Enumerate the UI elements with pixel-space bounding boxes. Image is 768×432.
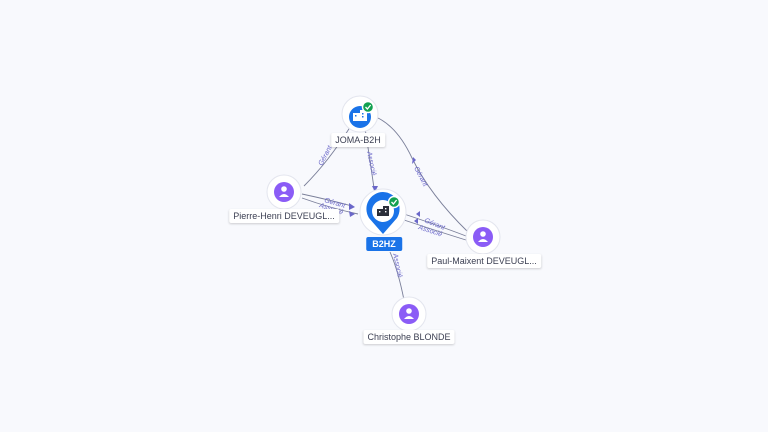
edge-paul-b2hz-associe: [403, 219, 467, 241]
edge-arrow: [416, 211, 420, 217]
node-label-paul-maixent[interactable]: Paul-Maixent DEVEUGL...: [427, 254, 541, 268]
edge-label-paul-joma: Gérant: [412, 166, 429, 189]
edge-arrow: [372, 186, 378, 192]
check-icon: [365, 104, 372, 110]
edge-arrow: [412, 157, 416, 164]
edge-arrow: [349, 211, 355, 217]
edge-label-joma-b2hz: Associé: [365, 150, 377, 177]
building-icon: [353, 110, 367, 121]
check-icon: [391, 199, 398, 205]
node-label-christophe[interactable]: Christophe BLONDE: [363, 330, 455, 344]
edge-christophe-b2hz: [389, 251, 405, 301]
person-core: [473, 227, 493, 247]
person-core: [399, 304, 419, 324]
edge-arrow: [414, 218, 418, 224]
edge-paul-joma: [377, 117, 469, 233]
node-b2hz[interactable]: [359, 188, 407, 236]
edge-label-pierre-joma: Gérant: [318, 144, 335, 167]
node-label-joma-b2h[interactable]: JOMA-B2H: [331, 133, 385, 147]
building-icon: [377, 206, 389, 216]
check-badge: [361, 100, 375, 114]
node-pierre-henri[interactable]: [266, 174, 302, 210]
check-badge: [387, 195, 401, 209]
node-label-pierre-henri[interactable]: Pierre-Henri DEVEUGL...: [229, 209, 339, 223]
edge-pierre-b2hz-gerant: [301, 193, 353, 207]
edge-arrow: [349, 203, 355, 210]
person-icon: [478, 231, 488, 242]
person-icon: [404, 308, 414, 319]
edge-paul-b2hz-gerant: [403, 213, 467, 237]
node-paul-maixent[interactable]: [465, 219, 501, 255]
edge-pierre-b2hz-associe: [301, 197, 359, 215]
person-icon: [279, 186, 289, 197]
node-label-b2hz[interactable]: B2HZ: [366, 237, 402, 251]
edge-label-christophe-b2hz: Associé: [391, 252, 403, 279]
node-joma-b2h[interactable]: [341, 95, 379, 133]
node-christophe[interactable]: [391, 296, 427, 332]
person-core: [274, 182, 294, 202]
edge-pierre-joma: [303, 123, 353, 187]
